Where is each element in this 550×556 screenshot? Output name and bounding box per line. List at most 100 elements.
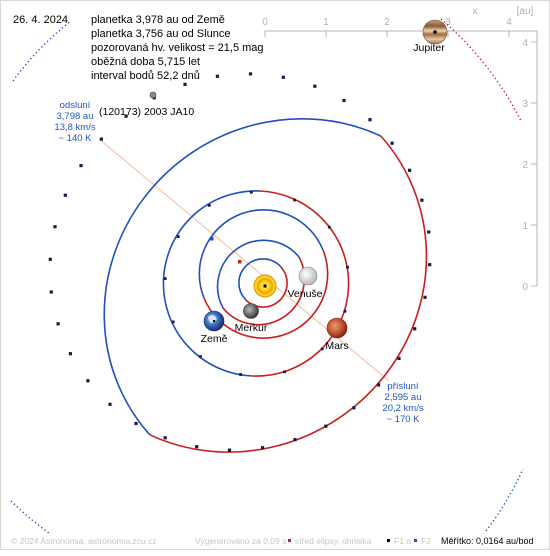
orbit-point bbox=[207, 204, 211, 207]
orbit-point bbox=[397, 356, 401, 360]
orbit-point bbox=[48, 257, 52, 261]
orbit-point bbox=[63, 193, 67, 197]
axes: 0 1 2 3 4 x [au] 0 1 2 3 4 bbox=[262, 6, 538, 293]
asteroid-orbit bbox=[103, 118, 428, 453]
info-line-period: oběžná doba 5,715 let bbox=[91, 56, 200, 68]
mars[interactable] bbox=[326, 317, 348, 339]
asteroid-orbit-points bbox=[48, 72, 432, 452]
x-tick-2: 2 bbox=[384, 17, 390, 28]
x-axis-name: x bbox=[473, 6, 478, 17]
venus[interactable] bbox=[298, 266, 318, 286]
orbit-point bbox=[368, 118, 372, 122]
orbit-point bbox=[49, 290, 53, 294]
orbit-point bbox=[108, 402, 112, 406]
orbit-point bbox=[428, 263, 432, 267]
orbit-point bbox=[352, 406, 356, 410]
orbit-point bbox=[408, 168, 412, 172]
orbit-point bbox=[56, 322, 60, 326]
orbit-point bbox=[163, 436, 167, 440]
orbit-point bbox=[53, 225, 57, 229]
earth-label: Země bbox=[201, 333, 228, 345]
x-tick-3: 3 bbox=[445, 17, 451, 28]
svg-text:2,595 au: 2,595 au bbox=[385, 392, 422, 403]
date-label: 26. 4. 2024 bbox=[13, 14, 68, 26]
orbit-point bbox=[163, 277, 167, 280]
jupiter[interactable] bbox=[422, 19, 448, 45]
orbit-point bbox=[124, 114, 128, 118]
orbit-point bbox=[420, 198, 424, 202]
info-line-distance-earth: planetka 3,978 au od Země bbox=[91, 14, 225, 26]
orbit-point bbox=[281, 75, 285, 79]
orbit-point bbox=[320, 347, 324, 351]
info-line-magnitude: pozorovaná hv. velikost = 21,5 mag bbox=[91, 42, 264, 54]
x-tick-4: 4 bbox=[506, 17, 512, 28]
mars-orbit bbox=[162, 190, 350, 377]
mercury-label: Merkur bbox=[235, 322, 268, 334]
orbit-point bbox=[99, 137, 103, 141]
ellipse-center-marker bbox=[238, 260, 242, 264]
orbit-point bbox=[313, 84, 317, 88]
orbit-point bbox=[199, 355, 202, 358]
y-tick-3: 3 bbox=[522, 99, 528, 110]
x-tick-1: 1 bbox=[323, 17, 329, 28]
orbit-point bbox=[134, 421, 138, 426]
mars-orbit-points bbox=[163, 190, 349, 376]
orbit-point bbox=[423, 295, 427, 299]
mars-label: Mars bbox=[325, 340, 348, 352]
y-tick-4: 4 bbox=[522, 38, 528, 49]
perihelion-note: přísluní 2,595 au 20,2 km/s ~ 170 K bbox=[382, 381, 423, 425]
focus-f2-marker bbox=[210, 237, 214, 241]
orbit-point bbox=[283, 370, 286, 374]
orbit-point bbox=[68, 352, 72, 356]
orbit-point bbox=[86, 379, 90, 383]
earth[interactable] bbox=[203, 310, 225, 332]
y-tick-1: 1 bbox=[522, 221, 528, 232]
orbit-point bbox=[227, 448, 232, 452]
axis-unit: [au] bbox=[517, 6, 534, 17]
orbit-point bbox=[346, 265, 349, 269]
orbit-point bbox=[293, 198, 296, 202]
footer-f2: F2 bbox=[421, 536, 431, 546]
y-tick-0: 0 bbox=[522, 282, 528, 293]
footer-center-legend: střed elipsy, ohniska bbox=[295, 536, 372, 546]
mercury[interactable] bbox=[243, 303, 259, 319]
orbit-point bbox=[195, 445, 199, 449]
jupiter-orbit bbox=[10, 18, 524, 534]
orbit-point bbox=[342, 98, 346, 103]
orbit-point bbox=[79, 164, 83, 168]
orbit-point bbox=[427, 230, 431, 234]
orbit-point bbox=[377, 383, 381, 387]
orbit-point bbox=[215, 74, 219, 78]
svg-text:odsluní: odsluní bbox=[60, 100, 91, 111]
jupiter-label: Jupiter bbox=[413, 42, 445, 54]
footer-scale: Měřítko: 0,0164 au/bod bbox=[441, 536, 534, 546]
aphelion-note: odsluní 3,798 au 13,8 km/s ~ 140 K bbox=[54, 100, 95, 144]
orbit-point bbox=[413, 327, 417, 331]
apsis-line bbox=[98, 138, 390, 382]
sun bbox=[253, 274, 277, 298]
orbit-point bbox=[261, 446, 265, 450]
svg-text:~ 170 K: ~ 170 K bbox=[386, 414, 420, 425]
info-line-distance-sun: planetka 3,756 au od Slunce bbox=[91, 28, 230, 40]
orbit-point bbox=[248, 72, 253, 76]
orbit-point bbox=[171, 320, 175, 324]
footer-generated: Vygenerováno za 0,09 s bbox=[195, 536, 286, 546]
footer-copyright: © 2024 Astronomia, astronomia.zcu.cz bbox=[11, 536, 157, 546]
orbit-point bbox=[183, 82, 187, 86]
venus-label: Venuše bbox=[287, 288, 322, 300]
orbit-point bbox=[343, 309, 347, 313]
orbit-point bbox=[249, 190, 253, 194]
asteroid[interactable] bbox=[149, 91, 157, 99]
svg-text:20,2 km/s: 20,2 km/s bbox=[382, 403, 423, 414]
svg-text:13,8 km/s: 13,8 km/s bbox=[54, 122, 95, 133]
orbit-point bbox=[176, 235, 180, 238]
orbit-point bbox=[239, 373, 242, 376]
footer: © 2024 Astronomia, astronomia.zcu.cz Vyg… bbox=[11, 536, 534, 546]
orbit-point bbox=[390, 141, 394, 145]
orbit-point bbox=[293, 438, 297, 442]
asteroid-label: (120173) 2003 JA10 bbox=[99, 106, 194, 118]
info-line-interval: interval bodů 52,2 dnů bbox=[91, 70, 200, 82]
svg-text:3,798 au: 3,798 au bbox=[57, 111, 94, 122]
footer-f1: F1 a bbox=[394, 536, 411, 546]
